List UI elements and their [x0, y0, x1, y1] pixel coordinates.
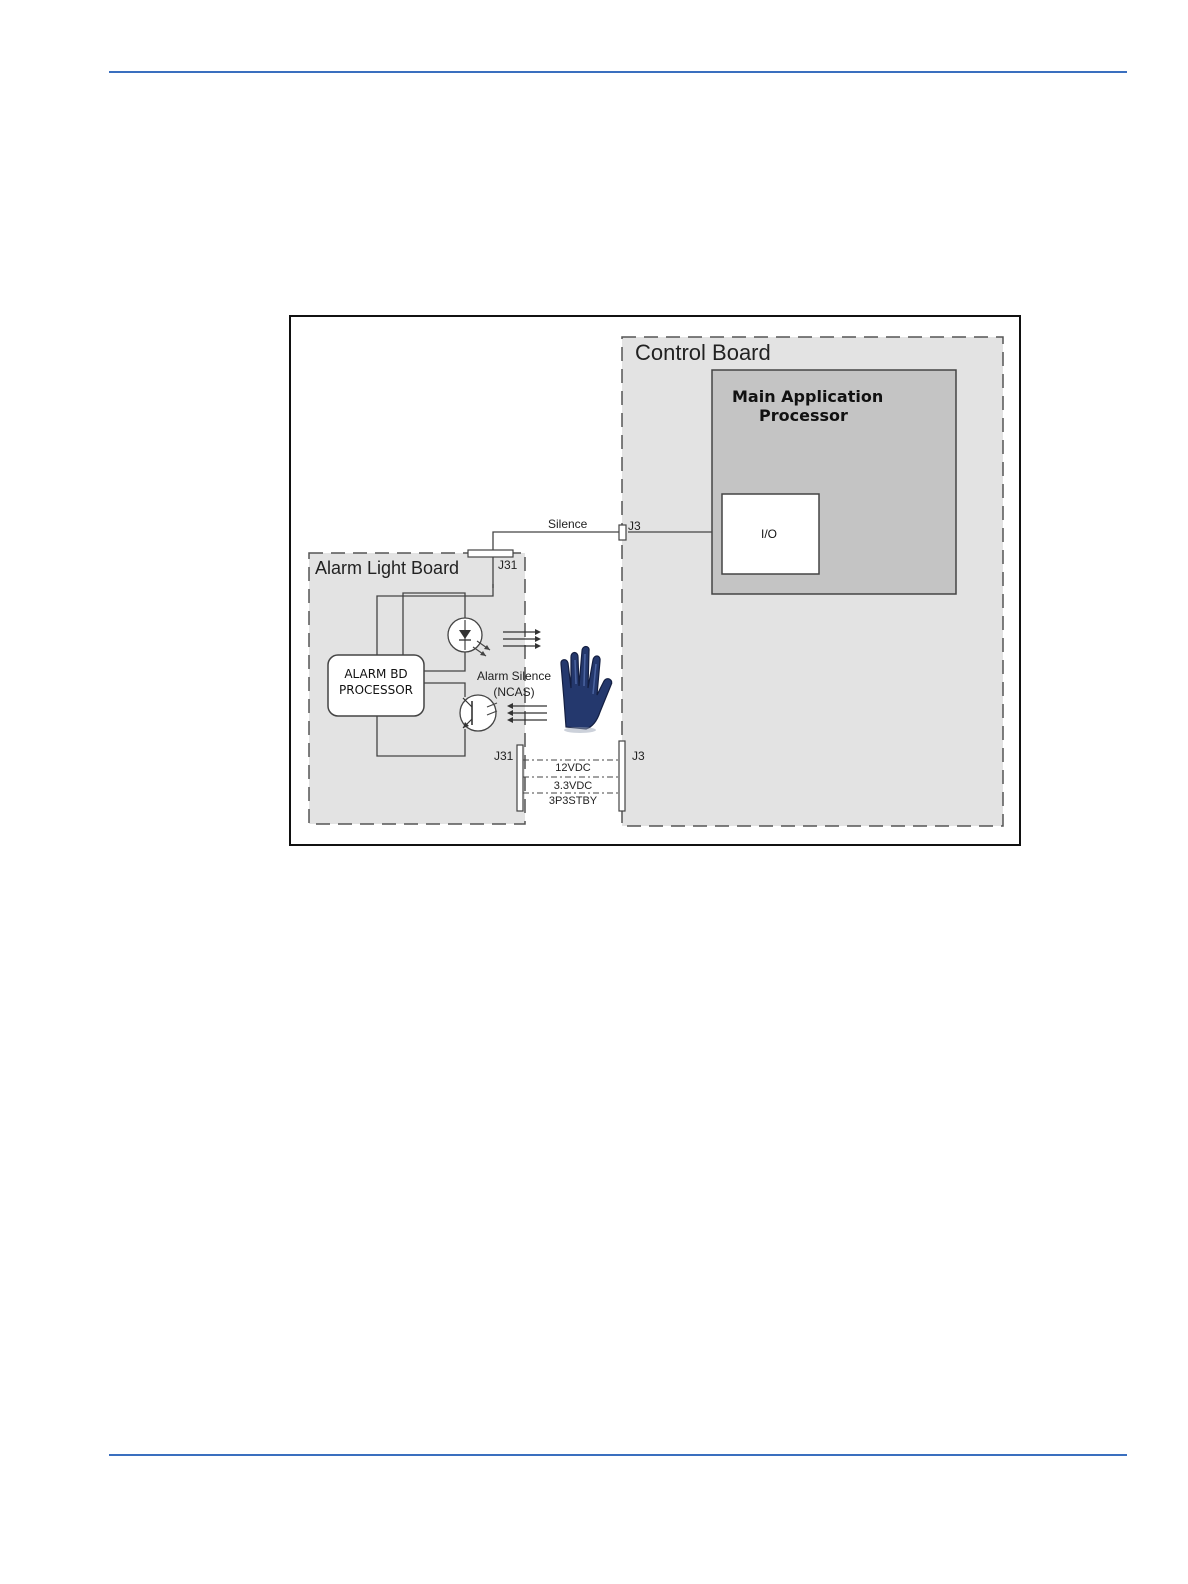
j3-bottom-connector — [619, 741, 625, 811]
j31-bottom-connector — [517, 745, 523, 811]
alarm-processor-label-line1: ALARM BD — [344, 667, 407, 681]
footer-rule — [109, 1454, 1127, 1456]
j3-top-label: J3 — [628, 519, 641, 533]
j3-top-connector — [619, 525, 626, 540]
j3-bottom-label: J3 — [632, 749, 645, 763]
alarm-silence-label-line2: (NCAS) — [493, 685, 534, 699]
io-label: I/O — [761, 527, 777, 541]
main-processor-label-line2: Processor — [759, 406, 848, 425]
reflected-light-arrows — [507, 703, 547, 723]
silence-signal-label: Silence — [548, 517, 588, 531]
phototransistor-icon — [460, 695, 497, 731]
alarm-light-board-title: Alarm Light Board — [315, 558, 459, 578]
main-processor-label-line1: Main Application — [732, 387, 883, 406]
power-12vdc-label: 12VDC — [555, 762, 591, 774]
j31-top-label: J31 — [498, 558, 518, 572]
j31-top-connector — [468, 550, 513, 557]
control-board-title: Control Board — [635, 340, 771, 365]
power-3v3dc-label: 3.3VDC — [554, 780, 593, 792]
alarm-processor-label-line2: PROCESSOR — [339, 683, 413, 697]
power-3p3stby-label: 3P3STBY — [549, 795, 598, 807]
alarm-silence-label-line1: Alarm Silence — [477, 669, 551, 683]
j31-bottom-label: J31 — [494, 749, 514, 763]
light-emission-arrows — [503, 629, 541, 649]
